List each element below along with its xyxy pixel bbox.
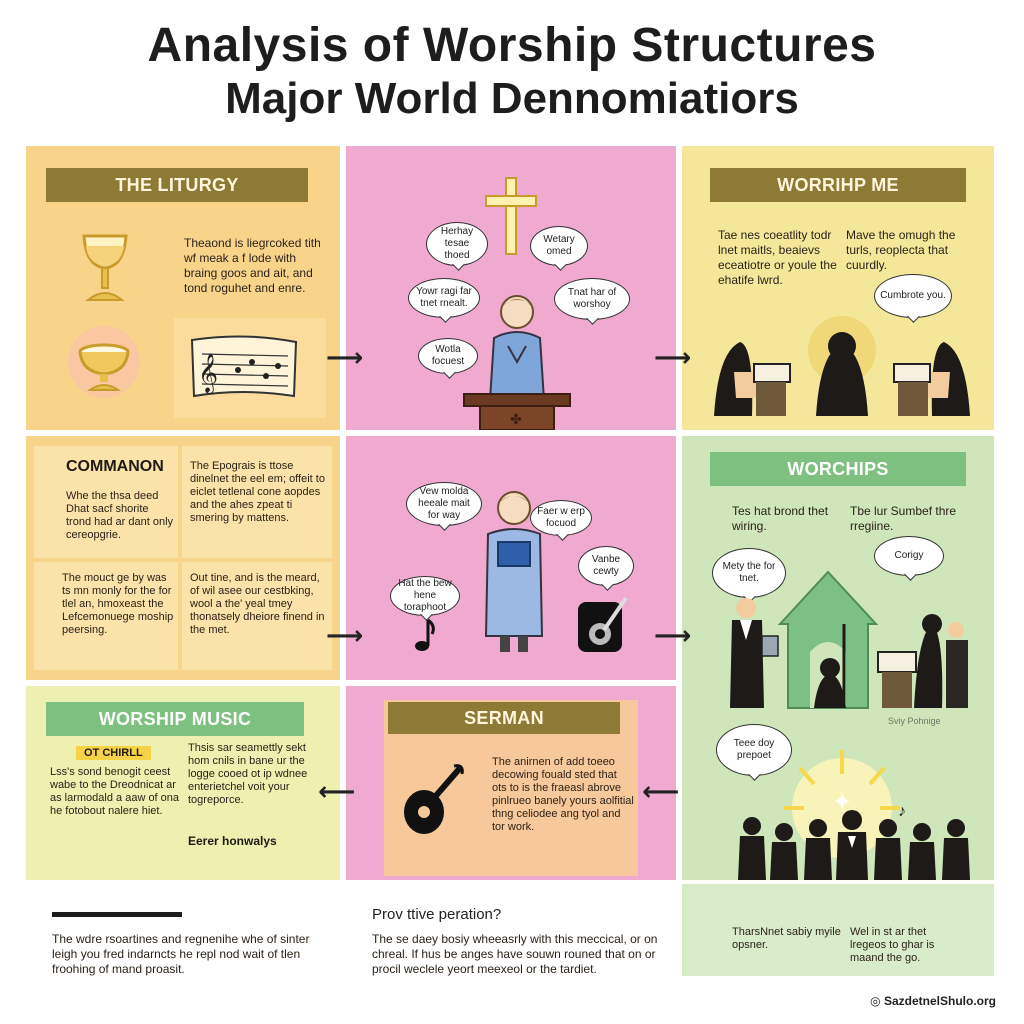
cross-icon (485, 177, 537, 255)
source-credit: ◎ SazdetnelShulo.org (870, 994, 996, 1008)
preacher-panel: Herhay tesae thoed Wetary omed Yowr ragi… (346, 146, 676, 430)
speech-bubble-8: Hat the bew hene toraphoot (390, 576, 460, 616)
worshippers-illustration (714, 316, 970, 416)
svg-text:♪: ♪ (898, 803, 906, 820)
bottom-mid-text: The se daey bosiy wheeasrly with this me… (372, 932, 658, 976)
worchips-text-right: Tbe lur Sumbef thre rregiine. (850, 504, 957, 533)
worchips-bubble-right: Corigy (874, 536, 944, 576)
worship-music-text-left: Lss's sond benogit ceest wabe to the Dre… (50, 766, 180, 817)
arrow-right-1: ⟶ (326, 342, 364, 372)
communion-heading: COMMANON (66, 458, 164, 475)
sermon-text: The anirnen of add toeeo decowing fouald… (492, 756, 634, 833)
arrow-right-2: ⟶ (654, 342, 692, 372)
worship-me-heading: WORRIHP ME (710, 168, 966, 202)
worship-me-panel: WORRIHP ME Tae nes coeatlity todr lnet m… (682, 146, 994, 430)
speech-bubble-6: Vew molda heeale mait for way (406, 482, 482, 526)
worchips-panel: WORCHIPS Tes hat brond thet wiring. Tbe … (682, 436, 994, 880)
sheet-music-card: 𝄞 (174, 318, 326, 418)
speech-bubble-5: Wotla focuest (418, 338, 478, 374)
source-credit-text: SazdetnelShulo.org (883, 994, 996, 1008)
svg-text:✤: ✤ (510, 411, 522, 427)
bowl-icon (68, 326, 140, 398)
communion-panel: 4 COMMANON Whe the thsa deed Dhat sacf s… (26, 436, 340, 680)
communion-text-2: The Epograis is ttose dinelnet the eel e… (190, 460, 325, 524)
worship-music-panel: WORSHIP MUSIC OT CHIRLL Lss's sond benog… (26, 686, 340, 880)
sermon-panel: SERMAN The anirnen of add toeeo decowing… (346, 686, 676, 880)
liturgy-heading: THE LITURGY (46, 168, 308, 202)
arrow-left-1: ⟵ (318, 776, 356, 806)
page-title: Analysis of Worship Structures (147, 19, 877, 72)
reader-figure (484, 491, 544, 652)
page-subtitle: Major World Dennomiatiors (225, 74, 799, 123)
worchips-heading: WORCHIPS (710, 452, 966, 486)
arrow-right-4: ⟶ (654, 620, 692, 650)
communion-card-1: COMMANON Whe the thsa deed Dhat sacf sho… (34, 446, 178, 558)
worchips-text-left: Tes hat brond thet wiring. (732, 504, 829, 533)
sermon-heading: SERMAN (388, 702, 620, 734)
speech-bubble-4: Tnat har of worshoy (554, 278, 630, 320)
church-illustration (730, 570, 968, 709)
communion-text-1: Whe the thsa deed Dhat sacf shorite tron… (66, 490, 174, 541)
guitar-icon (578, 596, 628, 652)
liturgy-panel: THE LITURGY Theaond is liegrcoked tith w… (26, 146, 340, 430)
arrow-left-2: ⟵ (642, 776, 680, 806)
bottom-left-text: The wdre rsoartines and regnenihe whe of… (52, 932, 310, 976)
chalice-icon (82, 234, 128, 301)
speech-bubble-3: Yowr ragi far tnet rnealt. (408, 278, 480, 318)
globe-icon: ◎ (870, 994, 881, 1008)
divider-bar (52, 912, 182, 917)
communion-card-4: Out tine, and is the meard, of wil asee … (182, 562, 332, 670)
worship-me-text-right: Mave the omugh the turls, reoplecta that… (846, 228, 956, 272)
reader-panel: Vew molda heeale mait for way Faer w erp… (346, 436, 676, 680)
arrow-right-3: ⟶ (326, 620, 364, 650)
sermon-card: SERMAN The anirnen of add toeeo decowing… (384, 700, 638, 876)
bottom-right-text-right: Wel in st ar thet lregeos to ghar is maa… (850, 926, 935, 964)
svg-text:𝄞: 𝄞 (198, 353, 218, 394)
worship-me-bubble: Cumbrote you. (874, 274, 952, 318)
speech-bubble-9: Vanbe cewty (578, 546, 634, 586)
liturgy-text: Theaond is liegrcoked tith wf meak a f l… (184, 236, 321, 295)
worship-music-heading: WORSHIP MUSIC (46, 702, 304, 736)
music-note-icon (415, 618, 435, 651)
svg-text:✦: ✦ (832, 789, 852, 816)
speech-bubble-1: Herhay tesae thoed (426, 222, 488, 266)
worship-music-footer: Eerer honwalys (188, 834, 277, 848)
communion-card-3: The mouct ge by was ts mn monly for the … (34, 562, 178, 670)
communion-text-4: Out tine, and is the meard, of wil asee … (190, 572, 325, 636)
worchips-bubble-bottom: Teee doy prepoet (716, 724, 792, 776)
worship-me-text-left: Tae nes coeatlity todr lnet maitls, beai… (718, 228, 837, 287)
speech-bubble-7: Faer w erp focuod (530, 500, 592, 536)
bottom-right-text-left: TharsNnet sabiy myile opsner. (732, 926, 841, 951)
bottom-right-panel: TharsNnet sabiy myile opsner. Wel in st … (682, 884, 994, 976)
speech-bubble-2: Wetary omed (530, 226, 588, 266)
congregation-illustration: ✦ ♪ (738, 750, 970, 880)
lute-icon (404, 764, 464, 834)
worship-music-label: OT CHIRLL (76, 746, 151, 760)
worship-music-text-right: Thsis sar seamettly sekt hom cnils in ba… (188, 742, 308, 806)
worchips-bubble-left: Mety the for tnet. (712, 548, 786, 598)
preacher-figure: ✤ (463, 295, 571, 430)
communion-card-2: The Epograis is ttose dinelnet the eel e… (182, 446, 332, 558)
worchips-caption: Sviy Pohnige (888, 716, 941, 726)
communion-text-3: The mouct ge by was ts mn monly for the … (62, 572, 174, 636)
sheet-music-icon: 𝄞 (190, 335, 298, 398)
bottom-mid-heading: Prov ttive peration? (372, 906, 502, 923)
